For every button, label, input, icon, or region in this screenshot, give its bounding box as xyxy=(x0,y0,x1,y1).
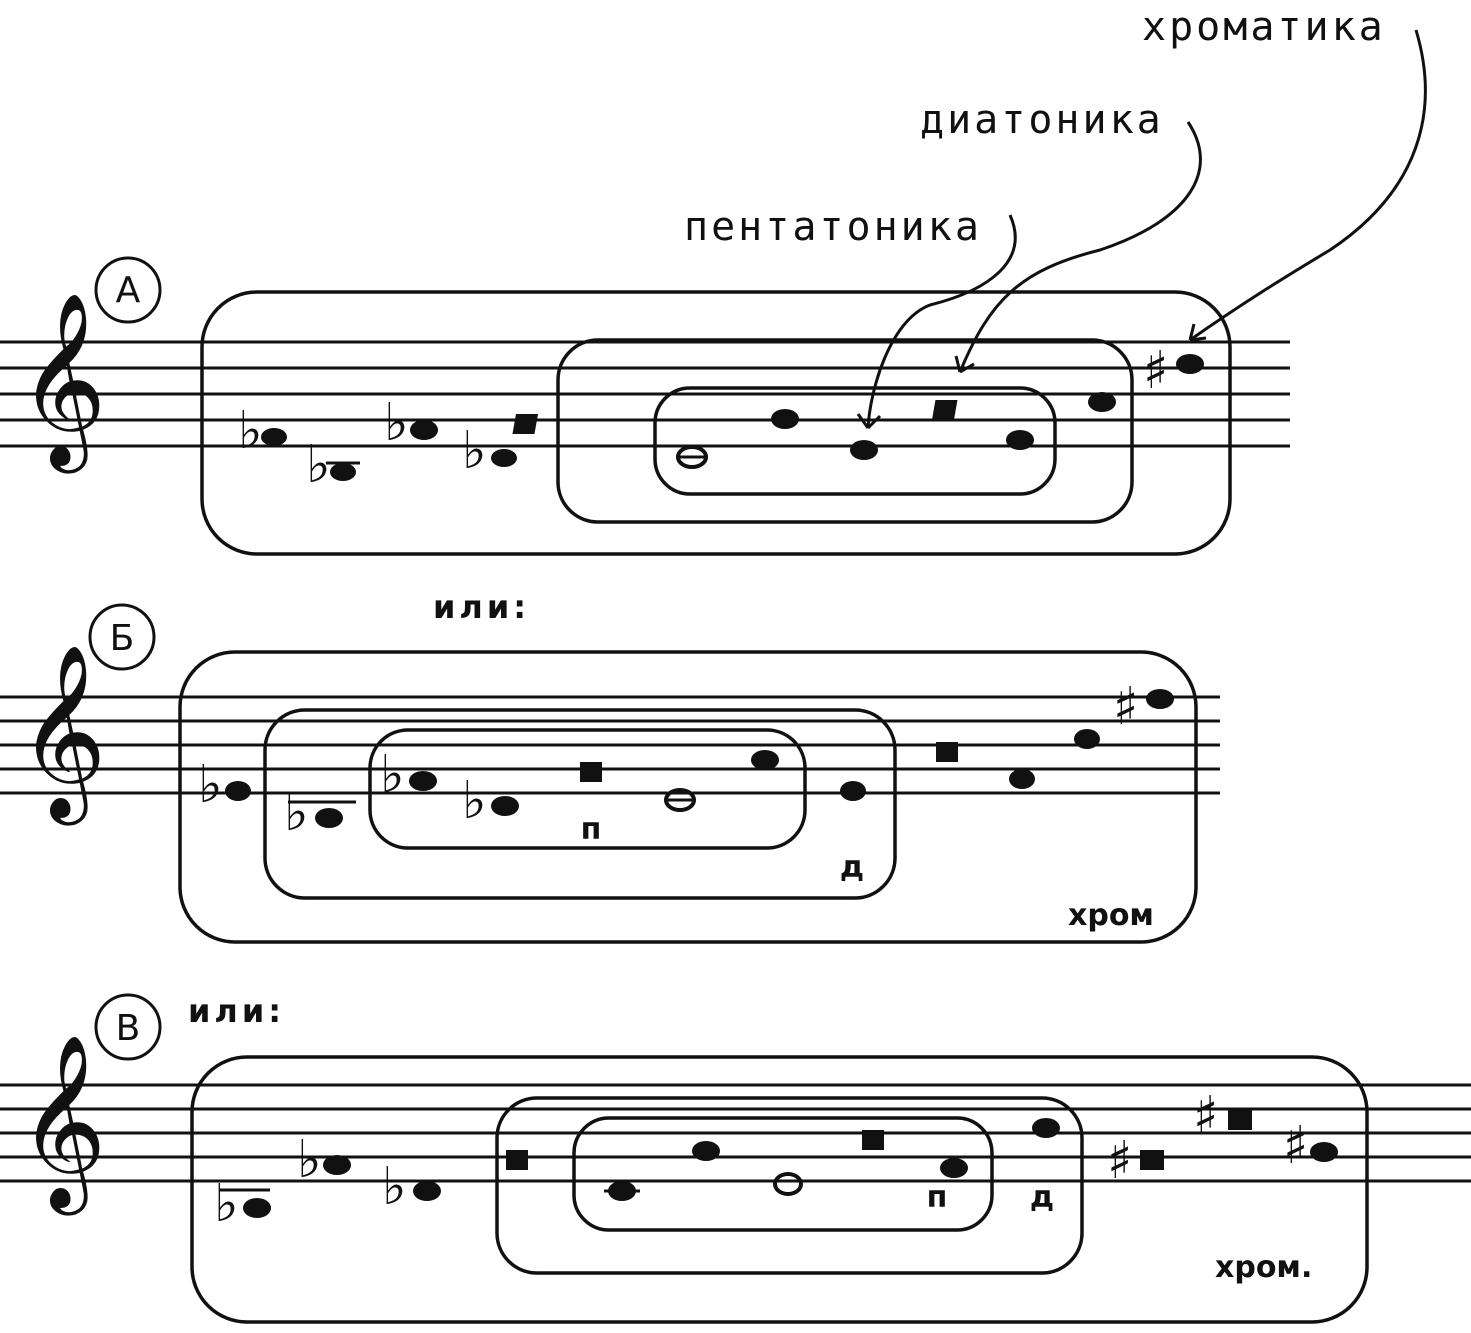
flat-sign: ♭ xyxy=(384,392,409,453)
section-a-letter: А xyxy=(116,270,141,311)
note xyxy=(1088,392,1116,412)
section-v-letter: В xyxy=(116,1008,141,1049)
label-chromatic: хроматика xyxy=(1142,4,1386,50)
flat-sign: ♭ xyxy=(462,770,487,831)
note xyxy=(491,796,519,816)
note xyxy=(862,1130,884,1150)
label-or-b: или: xyxy=(433,588,530,626)
note xyxy=(936,742,958,762)
staff-v xyxy=(0,1083,1471,1183)
section-a-circle xyxy=(94,256,162,324)
arrow-chromatic xyxy=(1189,29,1427,342)
note xyxy=(850,440,878,460)
chromatic-box-a xyxy=(200,290,1232,556)
treble-clef-a: 𝄞 xyxy=(18,292,107,474)
note xyxy=(771,409,799,429)
note xyxy=(840,781,866,801)
diatonic-box-b xyxy=(263,708,897,900)
flat-sign: ♭ xyxy=(284,782,309,843)
note xyxy=(315,808,343,828)
section-a: А 𝄞 ♭ ♭ ♭ ♭ ♯ xyxy=(0,256,1290,556)
diatonic-box-v xyxy=(495,1096,1084,1275)
note xyxy=(323,1155,351,1175)
staff-b xyxy=(0,695,1220,795)
section-b-letter: Б xyxy=(110,618,135,659)
diatonic-box-a xyxy=(556,338,1134,524)
note xyxy=(1074,729,1100,749)
sharp-sign: ♯ xyxy=(1193,1085,1218,1146)
pentatonic-box-v xyxy=(572,1116,994,1232)
note xyxy=(751,750,779,770)
note xyxy=(491,449,517,467)
mark-d-b: д xyxy=(840,850,864,885)
note xyxy=(512,414,539,434)
flat-sign: ♭ xyxy=(297,1129,322,1190)
label-pentatonic: пентатоника xyxy=(684,204,982,250)
note xyxy=(692,1141,720,1161)
section-v-circle xyxy=(94,993,162,1061)
note xyxy=(580,762,602,782)
sharp-sign: ♯ xyxy=(1143,340,1168,401)
section-v: В или: 𝄞 ♭ ♭ ♭ ♯ ♯ ♯ п xyxy=(0,992,1471,1324)
note xyxy=(413,1181,441,1201)
chromatic-box-v xyxy=(190,1055,1369,1324)
label-diatonic: диатоника xyxy=(920,97,1164,143)
section-b: Б или: 𝄞 ♭ ♭ ♭ ♭ ♯ п д хр xyxy=(0,588,1220,944)
mark-d-v: д xyxy=(1030,1180,1054,1215)
staff-a xyxy=(0,340,1290,448)
flat-sign: ♭ xyxy=(380,744,405,805)
pentatonic-box-b xyxy=(368,728,807,850)
treble-clef-v: 𝄞 xyxy=(18,1034,107,1216)
flat-sign: ♭ xyxy=(198,754,223,815)
note xyxy=(225,781,251,801)
note xyxy=(409,771,437,791)
note xyxy=(1176,354,1204,374)
flat-sign: ♭ xyxy=(214,1173,239,1234)
pentatonic-box-a xyxy=(653,386,1057,496)
mark-p-b: п xyxy=(581,812,602,847)
note xyxy=(1006,430,1034,450)
note xyxy=(261,428,287,446)
note xyxy=(931,400,958,420)
sharp-sign: ♯ xyxy=(1113,676,1138,737)
flat-sign: ♭ xyxy=(238,400,263,461)
sharp-sign: ♯ xyxy=(1107,1130,1132,1191)
note xyxy=(506,1150,528,1170)
note xyxy=(1009,769,1035,789)
note xyxy=(1146,689,1174,709)
mark-chrom-v: хром. xyxy=(1215,1250,1312,1285)
arrowhead-chromatic xyxy=(1188,323,1207,342)
note xyxy=(1310,1142,1338,1162)
chromatic-box-b xyxy=(178,650,1198,944)
flat-sign: ♭ xyxy=(462,420,487,481)
arrow-diatonic xyxy=(958,121,1202,373)
note xyxy=(243,1198,271,1218)
note xyxy=(940,1158,968,1178)
mark-p-v: п xyxy=(927,1180,948,1215)
treble-clef-b: 𝄞 xyxy=(18,644,107,826)
label-or-v: или: xyxy=(188,992,285,1030)
flat-sign: ♭ xyxy=(382,1156,407,1217)
note xyxy=(773,1172,803,1196)
note xyxy=(1140,1150,1164,1170)
note xyxy=(1032,1118,1060,1138)
mark-chrom-b: хром xyxy=(1068,898,1154,933)
section-b-circle xyxy=(88,603,156,671)
note xyxy=(410,420,438,440)
note xyxy=(330,463,356,481)
sharp-sign: ♯ xyxy=(1283,1115,1308,1176)
note xyxy=(1228,1110,1252,1130)
